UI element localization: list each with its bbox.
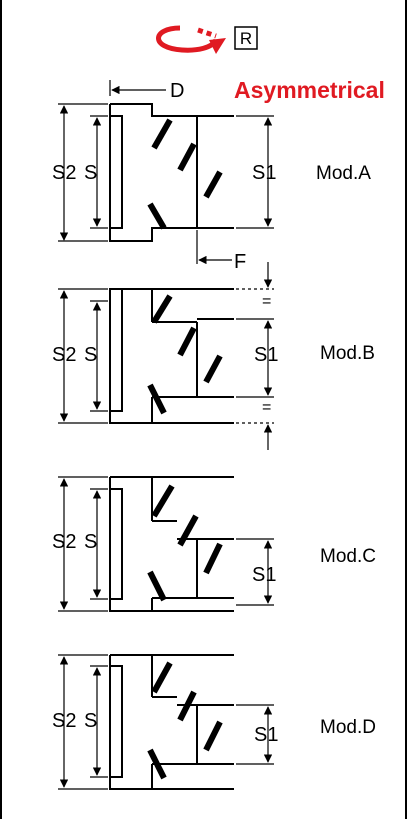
model-a-s-label: S	[84, 162, 97, 184]
model-a	[109, 103, 234, 242]
dim-f-label: F	[234, 251, 246, 273]
model-d-dimensions	[58, 654, 274, 790]
model-d-s1-label: S1	[254, 724, 278, 746]
model-b-s1-label: S1	[254, 344, 278, 366]
model-c	[109, 476, 234, 612]
model-a-s2-label: S2	[52, 162, 76, 184]
dim-d-label: D	[170, 80, 184, 102]
model-b-equal-top: =	[262, 293, 271, 310]
model-b-equal-bottom: =	[262, 399, 271, 416]
model-c-s-label: S	[84, 531, 97, 553]
model-c-label: Mod.C	[320, 546, 376, 567]
model-b-s-label: S	[84, 344, 97, 366]
model-c-s2-label: S2	[52, 531, 76, 553]
model-b-s2-label: S2	[52, 344, 76, 366]
model-d-label: Mod.D	[320, 717, 376, 738]
diagram-title: Asymmetrical	[234, 77, 385, 103]
model-d-s-label: S	[84, 710, 97, 732]
rotation-badge-label: R	[240, 29, 252, 48]
model-a-s1-label: S1	[252, 162, 276, 184]
model-a-label: Mod.A	[316, 163, 371, 184]
model-b-label: Mod.B	[320, 343, 375, 364]
model-d-s2-label: S2	[52, 710, 76, 732]
model-b	[109, 288, 234, 424]
model-b-dimensions	[58, 262, 274, 450]
model-c-dimensions	[58, 476, 274, 612]
rotation-arrow-icon	[156, 25, 226, 54]
model-c-s1-label: S1	[252, 564, 276, 586]
model-a-dimensions	[58, 80, 274, 265]
model-d	[109, 654, 234, 790]
rotation-badge	[234, 26, 258, 50]
